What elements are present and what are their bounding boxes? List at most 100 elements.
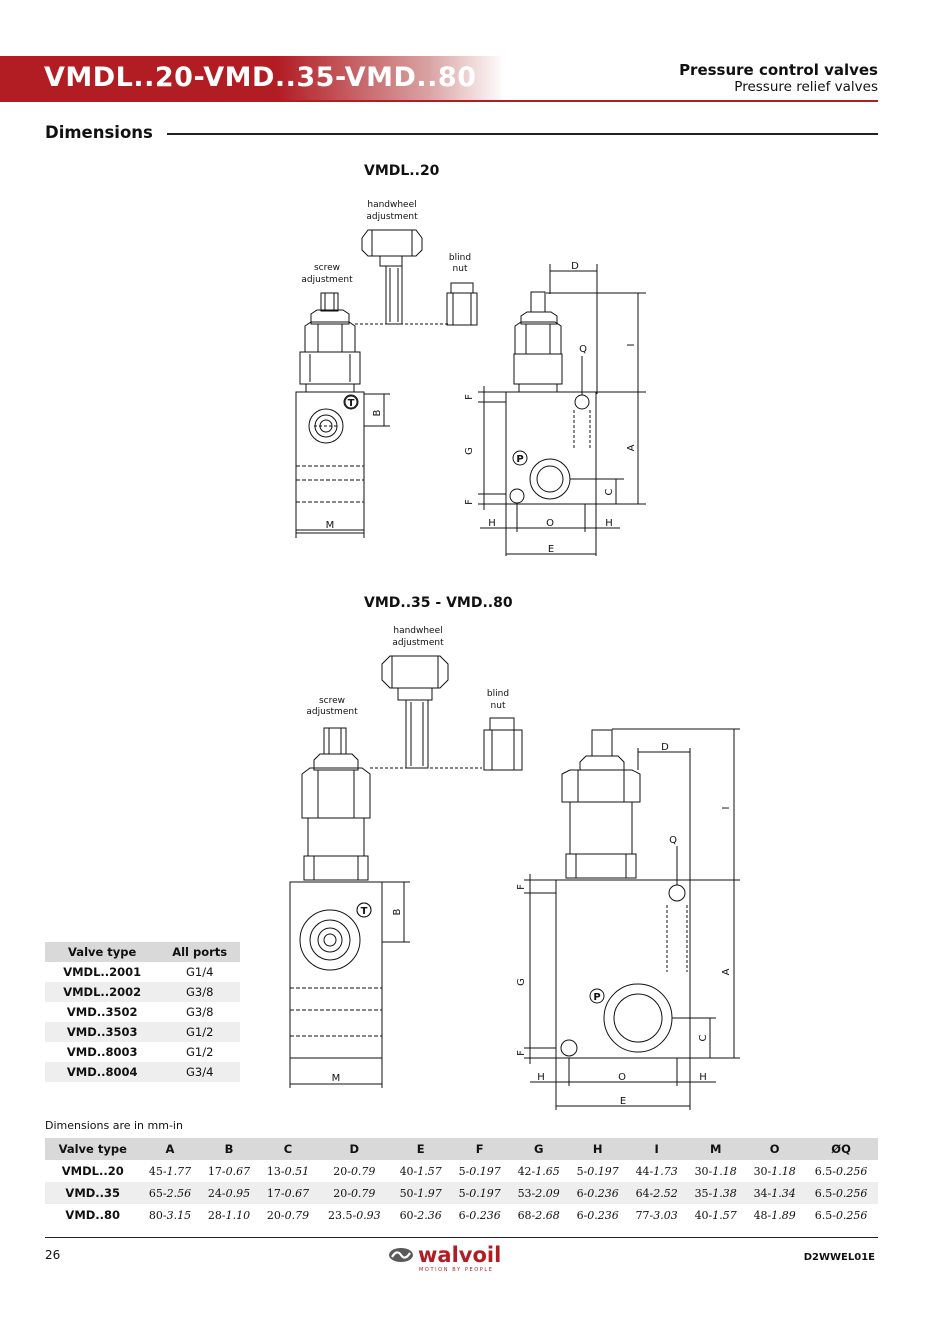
ports-cell: G3/8 xyxy=(185,1005,214,1019)
port-marker-circle xyxy=(343,394,359,410)
ports-table-header: Valve type All ports xyxy=(45,942,240,962)
fig2-dim-g: G xyxy=(516,978,527,986)
dims-header-cell: E xyxy=(391,1138,451,1160)
dims-cell: 6-0.236 xyxy=(576,1208,619,1222)
ports-cell: VMD..3503 xyxy=(45,1022,160,1042)
fig2-handwheel-label: handwheel xyxy=(393,626,442,636)
fig2-screw-label-2: adjustment xyxy=(306,707,358,717)
dims-cell: VMD..80 xyxy=(65,1208,121,1222)
dims-header-cell: A xyxy=(140,1138,200,1160)
fig1-dim-m: M xyxy=(326,520,335,531)
fig1-dim-i: I xyxy=(626,344,637,347)
ports-cell: VMDL..2002 xyxy=(45,982,160,1002)
fig1-port-t: T xyxy=(348,398,355,409)
fig2-dim-h-left: H xyxy=(537,1072,545,1083)
fig1-screw-label: screw xyxy=(314,263,340,273)
ports-cell: G1/4 xyxy=(185,965,214,979)
logo-wordmark: walvoil xyxy=(418,1243,501,1267)
fig2-side-view xyxy=(289,655,449,1088)
fig1-dim-c: C xyxy=(604,488,615,495)
dims-cell: 17-0.67 xyxy=(207,1164,251,1178)
header-banner xyxy=(0,56,505,100)
drawing-labels: handwheel adjustment screw adjustment bl… xyxy=(301,200,732,1107)
fig1-dim-f-bottom: F xyxy=(464,499,475,505)
dims-cell: 68-2.68 xyxy=(517,1208,560,1222)
dims-header-cell: M xyxy=(686,1138,746,1160)
fig1-dim-h-left: H xyxy=(488,518,496,529)
fig1-dim-q: Q xyxy=(579,344,587,355)
figure1-title: VMDL..20 xyxy=(364,163,440,179)
fig2-dim-o: O xyxy=(618,1072,626,1083)
dims-header-cell: ØQ xyxy=(804,1138,878,1160)
fig1-dim-b: B xyxy=(372,409,383,416)
dims-cell: 28-1.10 xyxy=(207,1208,251,1222)
fig2-dim-a: A xyxy=(721,968,732,975)
fig2-dim-m: M xyxy=(332,1073,341,1084)
fig2-port-t: T xyxy=(361,906,368,917)
dims-cell: 20-0.79 xyxy=(266,1208,310,1222)
port-marker-circle xyxy=(512,450,528,466)
dims-cell: 48-1.89 xyxy=(753,1208,796,1222)
dims-cell: 44-1.73 xyxy=(635,1164,678,1178)
page-title: VMDL..20-VMD..35-VMD..80 xyxy=(44,62,477,93)
fig1-screw-label-2: adjustment xyxy=(301,275,353,285)
walvoil-logo: walvoil MOTION BY PEOPLE xyxy=(388,1243,528,1277)
dimensions-note: Dimensions are in mm-in xyxy=(45,1119,183,1132)
dims-cell: 5-0.197 xyxy=(576,1164,619,1178)
fig2-port-p: P xyxy=(593,992,600,1003)
ports-cell: VMD..8003 xyxy=(66,1045,138,1059)
dims-cell: 40-1.57 xyxy=(399,1164,442,1178)
fig2-dim-d: D xyxy=(661,742,669,753)
ports-cell: G1/2 xyxy=(185,1045,214,1059)
dims-cell: 42-1.65 xyxy=(517,1164,560,1178)
fig1-dim-e: E xyxy=(548,544,554,555)
dims-cell: 45-1.77 xyxy=(148,1164,192,1178)
section-rule xyxy=(167,133,878,135)
fig2-dim-f-bottom: F xyxy=(516,1050,527,1056)
ports-header-all-ports: All ports xyxy=(159,942,240,962)
dims-cell: 6.5-0.256 xyxy=(804,1182,878,1204)
document-code: D2WWEL01E xyxy=(803,1252,875,1263)
fig1-front-view xyxy=(478,264,646,556)
dims-cell: 6-0.236 xyxy=(458,1208,501,1222)
dims-header-cell: G xyxy=(509,1138,569,1160)
fig2-dim-i: I xyxy=(721,807,732,810)
fig2-dim-h-right: H xyxy=(699,1072,707,1083)
dims-cell: 20-0.79 xyxy=(333,1164,376,1178)
section-title: Dimensions xyxy=(45,123,153,142)
ports-cell: G3/4 xyxy=(159,1062,240,1082)
header-subcategory: Pressure relief valves xyxy=(734,79,878,95)
ports-cell: G1/2 xyxy=(159,1022,240,1042)
dimension-drawings: handwheel adjustment screw adjustment bl… xyxy=(289,200,740,1110)
fig2-dim-c: C xyxy=(698,1034,709,1041)
fig2-handwheel-label-2: adjustment xyxy=(392,638,444,648)
fig2-blind-label-2: nut xyxy=(491,701,506,711)
dims-cell: 60-2.36 xyxy=(399,1208,442,1222)
header-category: Pressure control valves xyxy=(679,61,878,79)
dims-cell: 23.5-0.93 xyxy=(327,1208,381,1222)
fig1-blind-label: blind xyxy=(449,253,471,263)
fig1-dim-g: G xyxy=(464,447,475,455)
dims-cell: 53-2.09 xyxy=(509,1182,569,1204)
fig1-side-view xyxy=(295,229,423,538)
dims-cell: 40-1.57 xyxy=(694,1208,737,1222)
fig2-dim-q: Q xyxy=(669,835,677,846)
dims-cell: 13-0.51 xyxy=(266,1164,310,1178)
dims-cell: 5-0.197 xyxy=(458,1164,501,1178)
figure2-title: VMD..35 - VMD..80 xyxy=(364,595,513,611)
table-row: VMD..8003 G1/2 xyxy=(45,1042,240,1062)
fig1-handwheel-label-2: adjustment xyxy=(366,212,418,222)
dims-cell: 24-0.95 xyxy=(199,1182,259,1204)
fig2-dim-e: E xyxy=(620,1096,626,1107)
dims-header-cell: D xyxy=(317,1138,392,1160)
dims-cell: 5-0.197 xyxy=(450,1182,510,1204)
fig2-blind-nut xyxy=(483,717,523,771)
dims-cell: 64-2.52 xyxy=(627,1182,687,1204)
